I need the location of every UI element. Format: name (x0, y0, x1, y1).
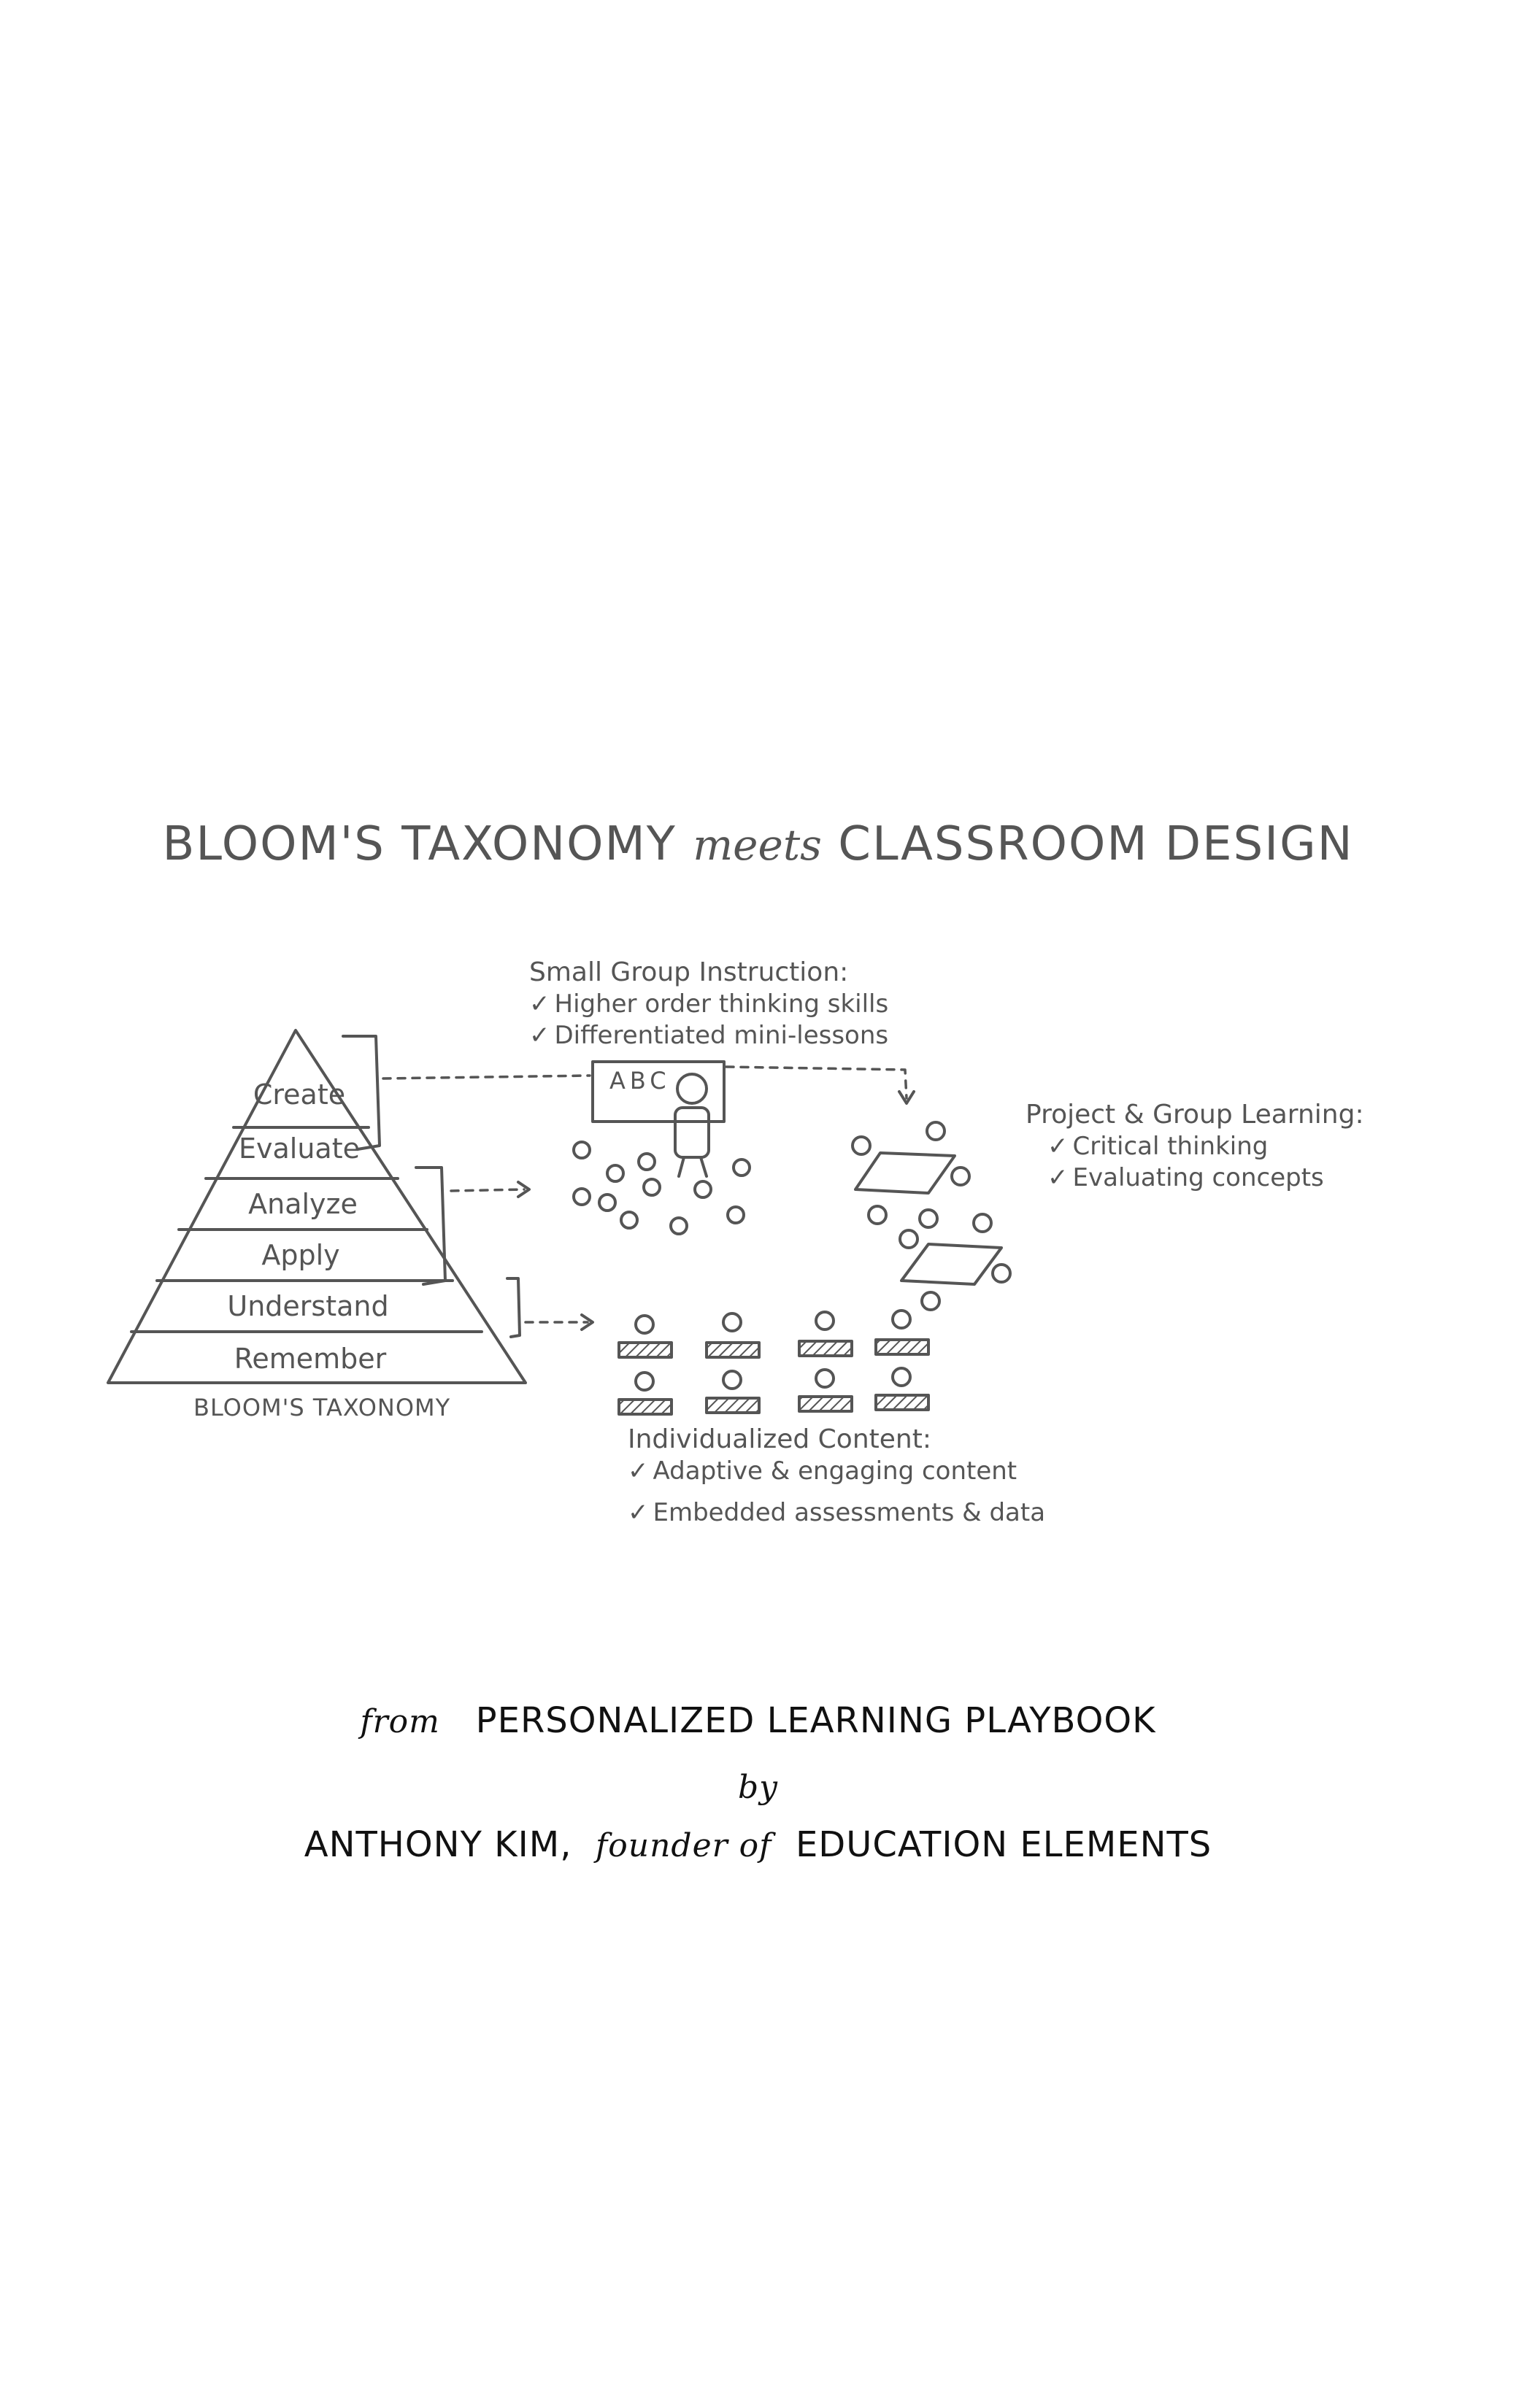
arrow-teacher-to-projects (725, 1065, 908, 1100)
student-circle (620, 1211, 639, 1230)
student-circle (732, 1158, 751, 1177)
desk-student (634, 1314, 655, 1335)
teacher-figure (674, 1073, 710, 1178)
desk (617, 1398, 673, 1416)
student-circle (642, 1178, 661, 1197)
arrowhead-projects (898, 1090, 915, 1105)
individualized-item-1: Adaptive & engaging content (628, 1456, 1045, 1487)
credit-org: EDUCATION ELEMENTS (795, 1824, 1212, 1865)
project-group-note: Project & Group Learning: Critical think… (1026, 1098, 1364, 1193)
desk (705, 1397, 761, 1414)
desk-student (722, 1312, 742, 1332)
arrow-create-to-teacher (382, 1074, 591, 1080)
arrow-analyze-to-group (450, 1188, 526, 1192)
student-circle (572, 1141, 591, 1159)
small-group-item-2: Differentiated mini-lessons (529, 1020, 889, 1051)
whiteboard: ABC (591, 1060, 726, 1123)
project-student (926, 1121, 946, 1141)
desk-student (634, 1371, 655, 1392)
small-group-students (572, 1141, 751, 1235)
project-student (950, 1166, 971, 1186)
student-circle (598, 1193, 617, 1212)
individualized-item-2: Embedded assessments & data (628, 1497, 1046, 1529)
student-circle (637, 1152, 656, 1171)
project-table-2 (900, 1243, 1003, 1286)
credit-book: PERSONALIZED LEARNING PLAYBOOK (475, 1700, 1156, 1741)
credit-by: by (737, 1769, 779, 1806)
project-student (972, 1213, 993, 1233)
project-group-item-2: Evaluating concepts (1026, 1162, 1364, 1194)
desk (798, 1395, 853, 1413)
teacher-body (674, 1106, 710, 1159)
individualized-note: Individualized Content: Adaptive & engag… (628, 1423, 1045, 1528)
student-circle (726, 1205, 745, 1224)
individual-desks (617, 1309, 930, 1416)
teacher-head (676, 1073, 708, 1105)
project-student (851, 1135, 871, 1156)
pyramid-caption: BLOOM'S TAXONOMY (193, 1394, 451, 1421)
desk-student (722, 1370, 742, 1390)
project-group-area (851, 1121, 1012, 1311)
arrowhead-group (517, 1181, 531, 1198)
pyramid-level-remember: Remember (234, 1343, 387, 1375)
project-student (918, 1208, 939, 1229)
desk (874, 1394, 930, 1411)
credit-from: from (360, 1703, 440, 1740)
desk-student (815, 1311, 835, 1331)
student-circle (572, 1187, 591, 1206)
project-student (899, 1229, 919, 1249)
diagram-title: BLOOM'S TAXONOMY meets CLASSROOM DESIGN (0, 817, 1516, 871)
project-student (991, 1263, 1012, 1284)
student-circle (669, 1216, 688, 1235)
project-student (867, 1205, 888, 1225)
bracket-middle (415, 1166, 447, 1286)
project-student (920, 1291, 941, 1311)
pyramid-level-apply: Apply (261, 1239, 340, 1271)
project-table-1 (854, 1151, 956, 1195)
credit-line-1: from PERSONALIZED LEARNING PLAYBOOK (0, 1700, 1516, 1741)
bracket-bottom (506, 1277, 521, 1338)
title-part-2: meets (693, 820, 822, 870)
desk (798, 1340, 853, 1357)
teacher-leg-left (677, 1156, 685, 1178)
credit-author: ANTHONY KIM, (304, 1824, 572, 1865)
bracket-top (342, 1035, 381, 1151)
pyramid-level-create: Create (253, 1078, 346, 1111)
whiteboard-text: ABC (609, 1067, 671, 1095)
pyramid-level-understand: Understand (227, 1290, 389, 1322)
small-group-heading: Small Group Instruction: (529, 957, 849, 987)
small-group-item-1: Higher order thinking skills (529, 989, 889, 1020)
title-part-3: CLASSROOM DESIGN (838, 817, 1354, 871)
teacher-leg-right (699, 1156, 708, 1178)
desk-student (891, 1367, 912, 1387)
whiteboard-frame (591, 1060, 726, 1123)
desk (874, 1338, 930, 1356)
individualized-heading: Individualized Content: (628, 1424, 931, 1454)
small-group-note: Small Group Instruction: Higher order th… (529, 956, 888, 1051)
title-part-1: BLOOM'S TAXONOMY (162, 817, 677, 871)
pyramid-outline (107, 1029, 527, 1384)
credit-role: founder of (595, 1827, 772, 1864)
desk (617, 1341, 673, 1359)
credit-line-3: ANTHONY KIM, founder of EDUCATION ELEMEN… (0, 1824, 1516, 1865)
credit-line-2: by (0, 1766, 1516, 1807)
desk-student (891, 1309, 912, 1330)
student-circle (693, 1180, 712, 1199)
desk-student (815, 1368, 835, 1389)
desk (705, 1341, 761, 1359)
pyramid-level-analyze: Analyze (248, 1188, 358, 1220)
pyramid-level-evaluate: Evaluate (239, 1132, 360, 1165)
arrowhead-desks (580, 1313, 594, 1331)
student-circle (606, 1164, 625, 1183)
project-group-heading: Project & Group Learning: (1026, 1100, 1364, 1130)
blooms-pyramid (107, 1029, 527, 1384)
project-group-item-1: Critical thinking (1026, 1131, 1364, 1162)
